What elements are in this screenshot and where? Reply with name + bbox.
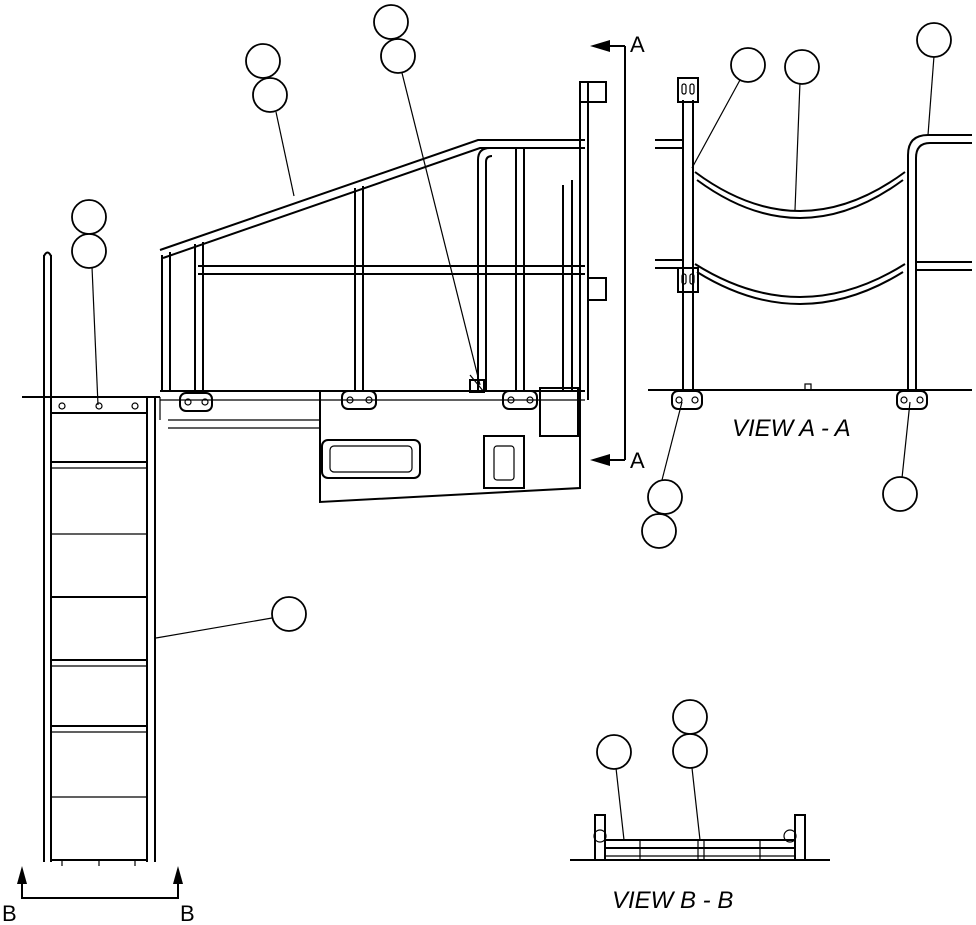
ladder <box>43 251 161 866</box>
section-label-b-left: B <box>2 901 17 925</box>
callout-balloon <box>647 479 683 515</box>
callout-balloon <box>882 476 918 512</box>
section-label-a-top: A <box>630 32 645 57</box>
callout-balloon <box>71 233 107 269</box>
section-label-b-right: B <box>180 901 195 925</box>
callout-balloon <box>672 699 708 735</box>
callout-balloon <box>271 596 307 632</box>
callout-balloon <box>672 733 708 769</box>
callout-balloon <box>245 43 281 79</box>
callout-leaders <box>91 55 935 841</box>
side-view <box>22 81 607 504</box>
view-b-b-title: VIEW B - B <box>612 887 733 914</box>
callout-balloon <box>373 4 409 40</box>
section-arrows-a <box>590 40 626 466</box>
callout-balloon <box>784 49 820 85</box>
callout-balloon <box>916 22 952 58</box>
callout-balloons <box>71 4 952 770</box>
callout-balloon <box>730 47 766 83</box>
callout-balloon <box>71 199 107 235</box>
view-a-a-drawing <box>648 77 972 410</box>
section-arrows-b <box>17 866 183 899</box>
view-a-a-title: VIEW A - A <box>732 415 851 442</box>
callout-balloon <box>380 38 416 74</box>
callout-balloon <box>641 513 677 549</box>
section-label-a-bottom: A <box>630 448 645 473</box>
callout-balloon <box>252 77 288 113</box>
callout-balloon <box>596 734 632 770</box>
